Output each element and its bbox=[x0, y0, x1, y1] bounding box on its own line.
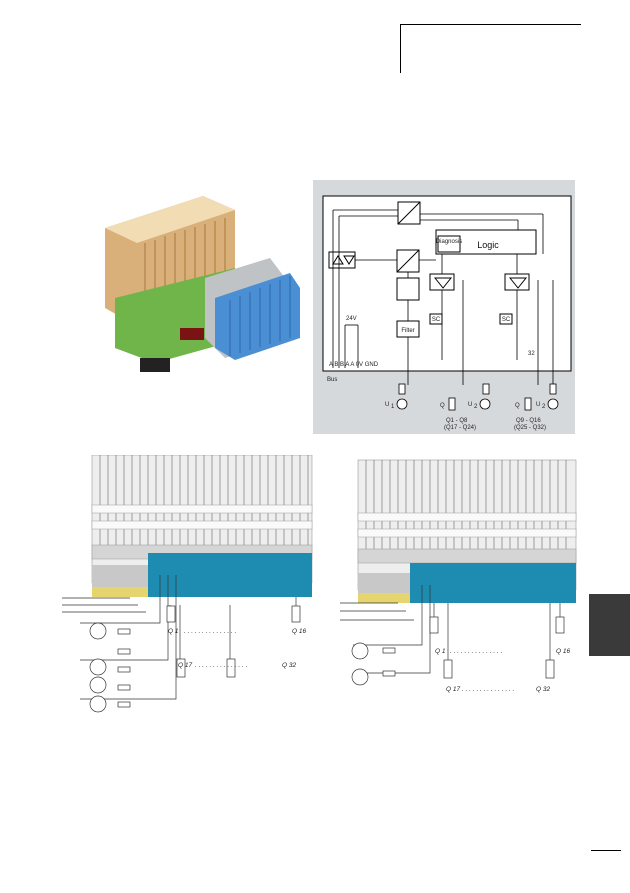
svg-text:Q 17: Q 17 bbox=[446, 686, 460, 693]
svg-text:SC: SC bbox=[432, 317, 441, 323]
svg-text:SC: SC bbox=[502, 317, 511, 323]
svg-text:Q9 - Q16: Q9 - Q16 bbox=[516, 418, 541, 424]
block-schematic: Logic Diagnosis Filter SC SC 24V 32 A B … bbox=[313, 180, 575, 434]
svg-text:. . . . . . . . . . . . . . .: . . . . . . . . . . . . . . . bbox=[450, 648, 503, 655]
rail-clip bbox=[140, 358, 170, 372]
wiring-diagram-right: Q 1 . . . . . . . . . . . . . . . Q 16 Q… bbox=[340, 459, 577, 693]
svg-text:Bus: Bus bbox=[327, 377, 337, 383]
svg-text:Q 16: Q 16 bbox=[292, 628, 306, 635]
svg-text:. . . . . . . . . . . . . . .: . . . . . . . . . . . . . . . bbox=[195, 662, 248, 669]
svg-text:(Q17 - Q24): (Q17 - Q24) bbox=[444, 425, 476, 431]
svg-text:2: 2 bbox=[542, 404, 546, 410]
yellow-terminals bbox=[358, 593, 410, 603]
svg-text:Q 16: Q 16 bbox=[556, 648, 570, 655]
header-box bbox=[400, 24, 581, 73]
svg-text:. . . . . . . . . . . . . . .: . . . . . . . . . . . . . . . bbox=[184, 628, 237, 635]
housing-top bbox=[105, 196, 235, 243]
svg-text:Q 32: Q 32 bbox=[536, 686, 550, 693]
svg-text:Diagnosis: Diagnosis bbox=[436, 239, 462, 245]
svg-text:Q 1: Q 1 bbox=[435, 648, 446, 655]
svg-text:Q 1: Q 1 bbox=[168, 628, 179, 635]
teal-module bbox=[410, 563, 576, 603]
svg-text:Q: Q bbox=[440, 403, 445, 409]
svg-text:Q: Q bbox=[515, 403, 520, 409]
yellow-terminals bbox=[92, 587, 148, 597]
svg-text:U: U bbox=[536, 402, 540, 408]
product-photo bbox=[105, 196, 300, 372]
chapter-tab bbox=[589, 594, 630, 656]
svg-text:1: 1 bbox=[391, 404, 395, 410]
svg-text:A B B A A 0V GND: A B B A A 0V GND bbox=[329, 362, 379, 368]
svg-text:Filter: Filter bbox=[401, 328, 414, 334]
wiring-diagram-left: Q 1 . . . . . . . . . . . . . . . Q 16 Q… bbox=[62, 455, 313, 713]
svg-text:. . . . . . . . . . . . . . .: . . . . . . . . . . . . . . . bbox=[462, 686, 515, 693]
svg-text:U: U bbox=[468, 402, 472, 408]
svg-text:Q 32: Q 32 bbox=[282, 662, 296, 669]
svg-text:(Q25 - Q32): (Q25 - Q32) bbox=[514, 425, 546, 431]
teal-module bbox=[148, 553, 312, 597]
display-module bbox=[180, 328, 204, 340]
svg-text:24V: 24V bbox=[346, 316, 357, 322]
blue-terminals bbox=[215, 273, 300, 360]
svg-text:32: 32 bbox=[528, 351, 535, 357]
svg-text:Logic: Logic bbox=[477, 240, 499, 250]
svg-text:Q 17: Q 17 bbox=[178, 662, 192, 669]
svg-text:U: U bbox=[385, 402, 389, 408]
page-number-line bbox=[591, 850, 621, 851]
svg-text:2: 2 bbox=[474, 404, 478, 410]
svg-text:Q1 - Q8: Q1 - Q8 bbox=[446, 418, 468, 424]
